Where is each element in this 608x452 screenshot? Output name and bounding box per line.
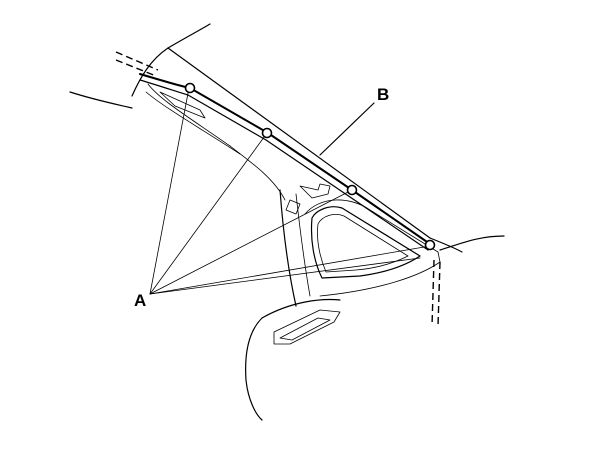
clip-1 [184,82,196,94]
label-b: B [377,85,390,104]
clip-3 [346,184,358,196]
molding-clips [184,82,436,251]
roof-molding [115,51,431,251]
quarter-window [304,199,441,297]
clip-4 [424,239,436,251]
rear-quarter-panel [245,298,341,421]
rear-end [431,235,505,327]
label-b-leader [319,102,375,156]
label-a-leaders [149,87,431,295]
clip-2 [261,127,273,139]
pillar-structure [145,83,331,307]
label-a: A [134,291,147,310]
roof-edge [69,23,463,253]
